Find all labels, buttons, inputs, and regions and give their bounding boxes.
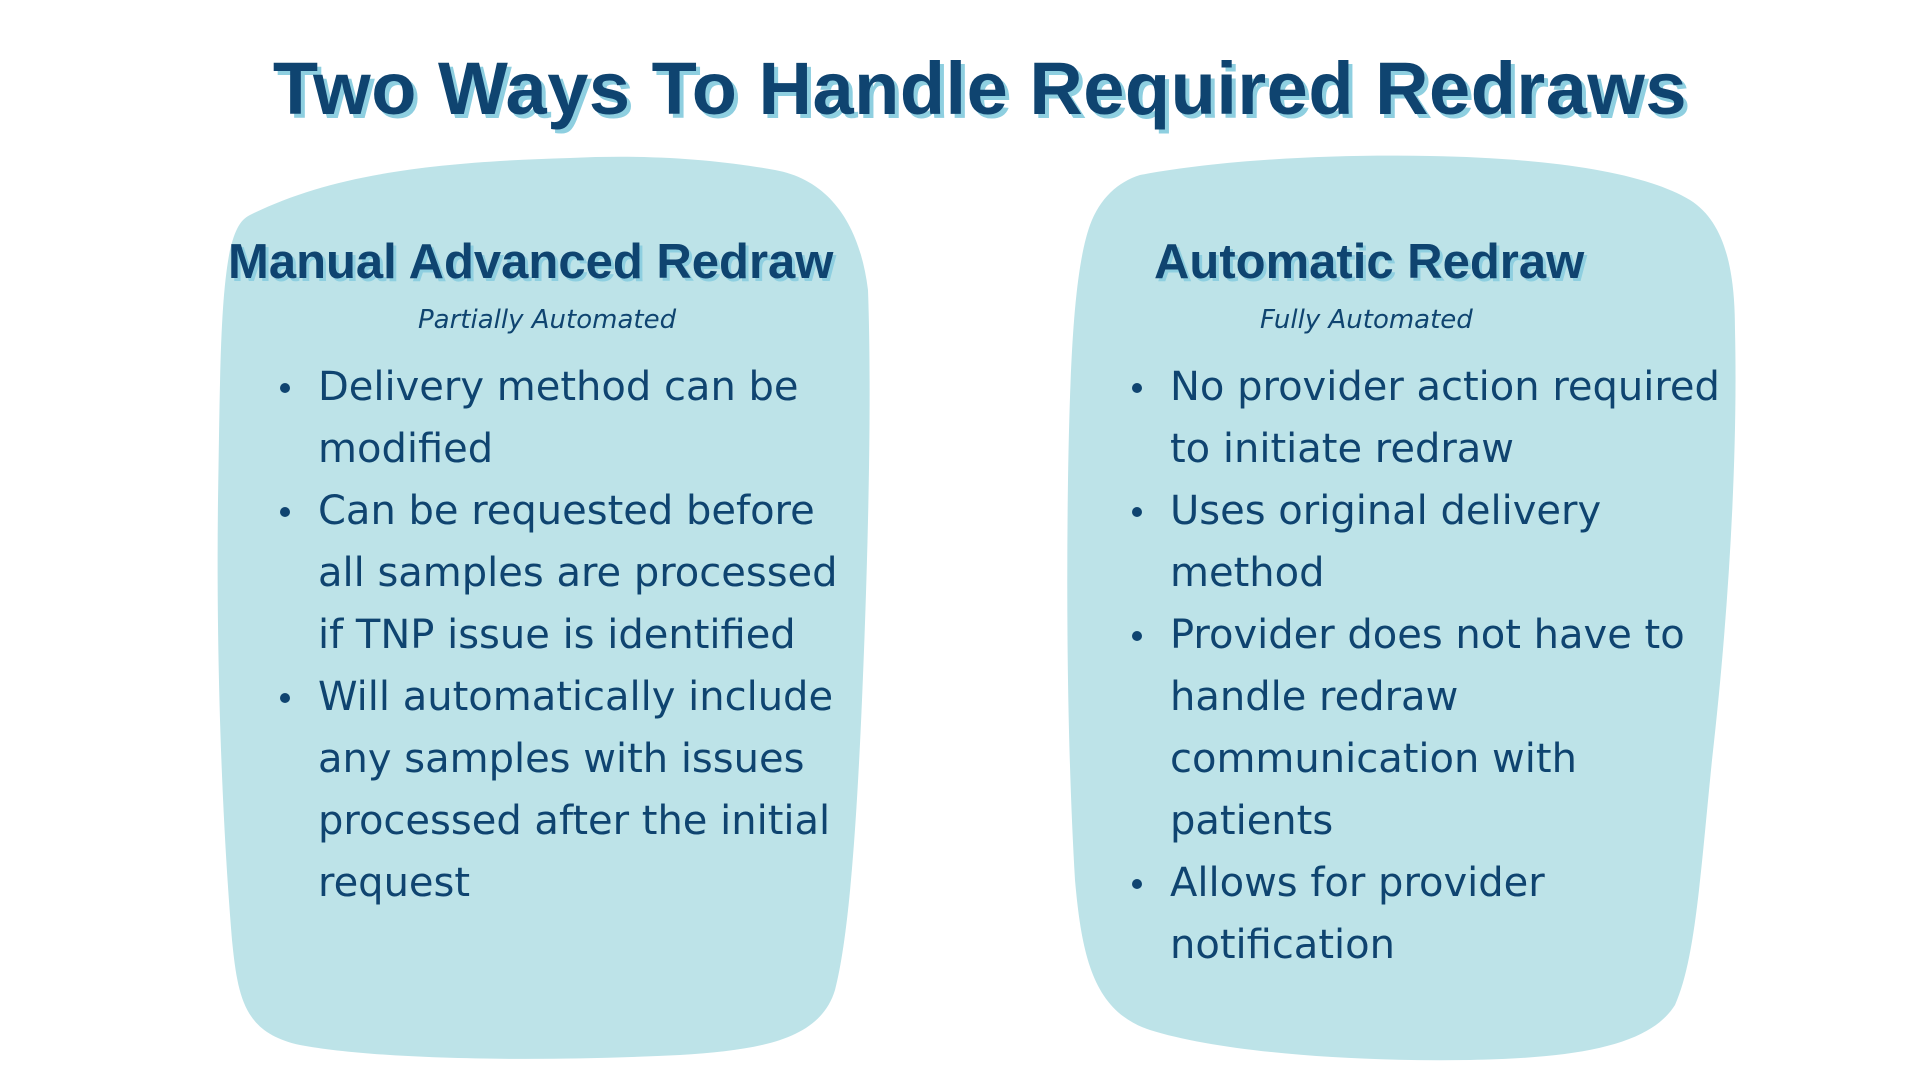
page-title: Two Ways To Handle Required Redraws: [272, 47, 1688, 130]
list-item: Delivery method can be modified: [228, 356, 868, 480]
card-subheading: Fully Automated: [1260, 305, 1473, 335]
list-item: Can be requested before all samples are …: [228, 480, 868, 666]
bullet-list: Delivery method can be modified Can be r…: [228, 356, 868, 914]
manual-advanced-redraw-card: Manual Advanced Redraw Partially Automat…: [228, 232, 868, 914]
bullet-list: No provider action required to initiate …: [1080, 356, 1740, 976]
card-subheading: Partially Automated: [418, 305, 677, 335]
list-item: Will automatically include any samples w…: [228, 666, 868, 914]
automatic-redraw-card: Automatic Redraw Fully Automated No prov…: [1080, 232, 1740, 976]
card-heading: Manual Advanced Redraw: [228, 235, 834, 289]
list-item: Allows for provider notification: [1080, 852, 1740, 976]
list-item: Uses original delivery method: [1080, 480, 1740, 604]
right-card-blob: [1067, 155, 1736, 1061]
left-card-blob: [217, 156, 870, 1059]
card-heading: Automatic Redraw: [1154, 235, 1585, 289]
list-item: Provider does not have to handle redraw …: [1080, 604, 1740, 852]
list-item: No provider action required to initiate …: [1080, 356, 1740, 480]
